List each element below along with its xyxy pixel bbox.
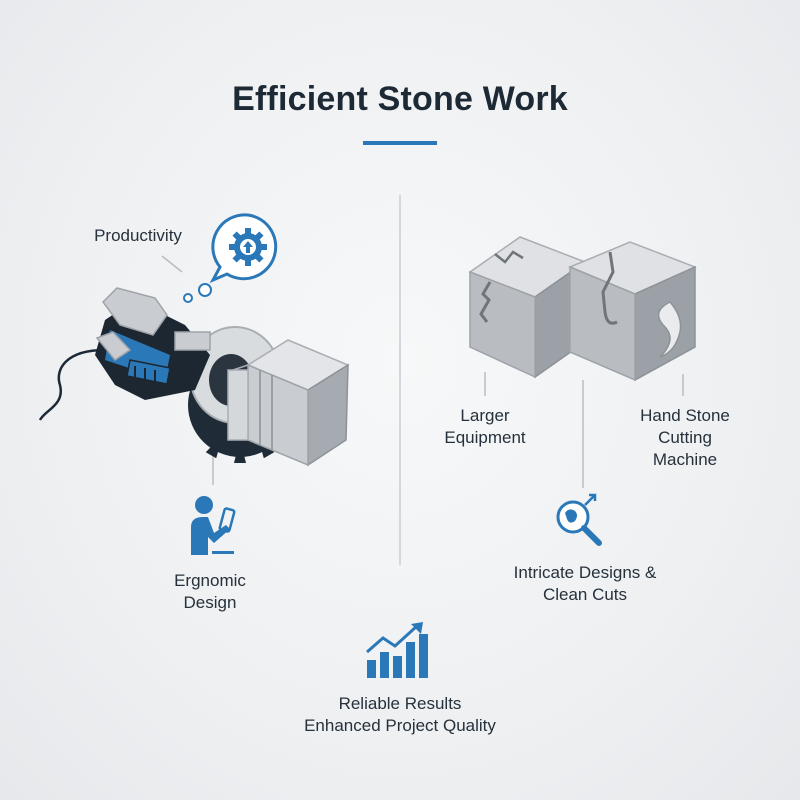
carved-stone-blocks-illustration [468, 236, 697, 382]
growth-bar-chart-icon [366, 622, 428, 678]
intricate-line-1: Intricate Designs & [513, 563, 657, 582]
intricate-designs-label: Intricate Designs & Clean Cuts [495, 562, 675, 606]
center-divider [399, 195, 401, 565]
ergonomic-line-2: Design [183, 593, 237, 612]
productivity-label: Productivity [94, 226, 182, 245]
title-underline [363, 141, 437, 145]
larger-line-2: Equipment [444, 428, 526, 447]
results-line-2: Enhanced Project Quality [304, 716, 496, 735]
stone-block-illustration [227, 339, 350, 467]
ergonomic-design-label: Ergnomic Design [150, 570, 270, 614]
person-with-tablet-icon [191, 496, 236, 555]
reliable-results-label: Reliable Results Enhanced Project Qualit… [250, 693, 550, 737]
magnifier-globe-icon [556, 493, 602, 546]
gear-upload-speech-icon [183, 213, 278, 303]
larger-line-1: Larger [460, 406, 510, 425]
hand-stone-line-2: Cutting [658, 428, 712, 447]
hand-stone-line-3: Machine [652, 450, 718, 469]
hand-stone-machine-label: Hand Stone Cutting Machine [620, 405, 750, 471]
page-title: Efficient Stone Work [232, 80, 568, 118]
larger-equipment-label: Larger Equipment [425, 405, 545, 449]
results-line-1: Reliable Results [338, 694, 462, 713]
hand-stone-line-1: Hand Stone [640, 406, 730, 425]
intricate-line-2: Clean Cuts [542, 585, 628, 604]
ergonomic-line-1: Ergnomic [174, 571, 246, 590]
